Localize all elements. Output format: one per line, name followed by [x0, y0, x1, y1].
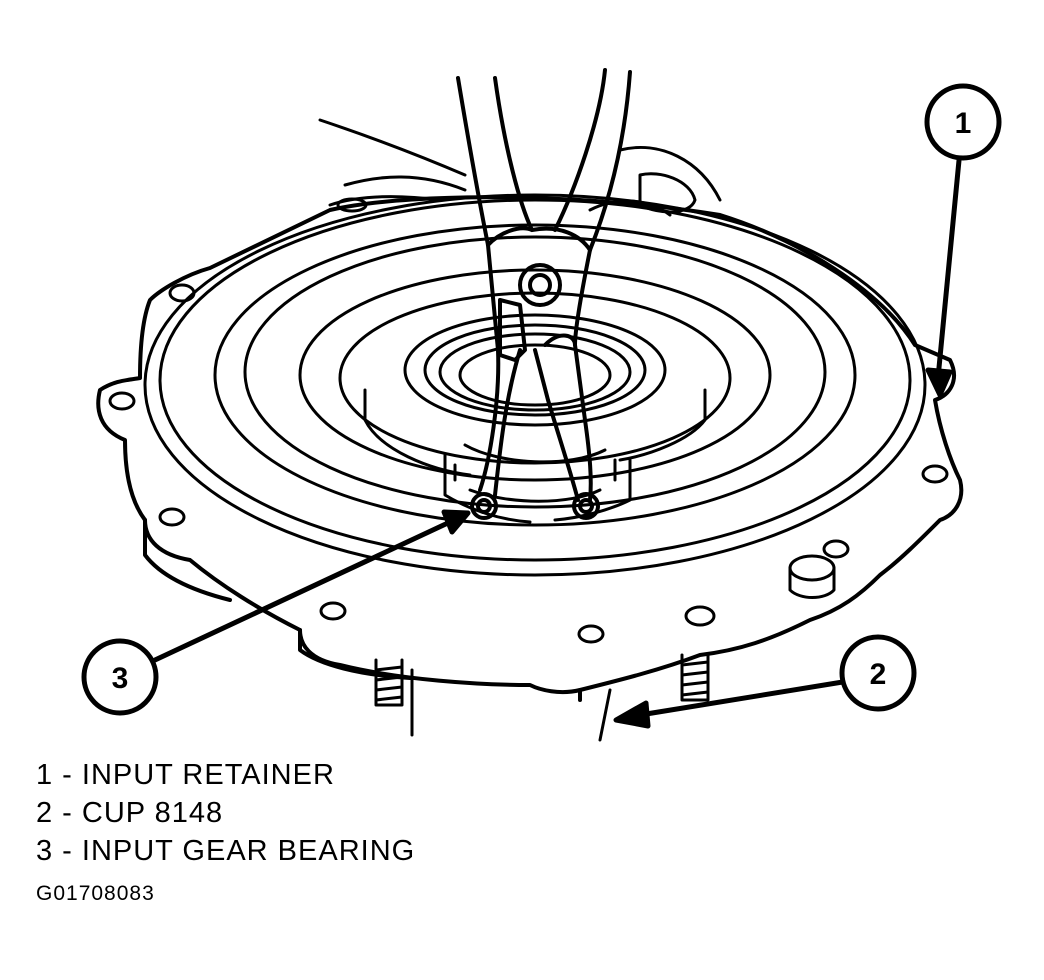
callout-2: 2	[839, 634, 917, 712]
legend-item: 2 - CUP 8148	[36, 797, 224, 829]
input-gear-bearing	[403, 313, 667, 524]
legend-item: 1 - INPUT RETAINER	[36, 759, 335, 791]
figure-id: G01708083	[36, 882, 155, 905]
exploded-diagram: 1 2 3	[81, 68, 1002, 742]
callout-3: 3	[81, 638, 159, 716]
retainer-rings	[143, 193, 927, 577]
callout-1-number: 1	[955, 107, 972, 140]
bolt-holes	[108, 197, 949, 644]
input-retainer-flange	[96, 195, 964, 702]
studs	[374, 653, 710, 742]
parts-legend: 1 - INPUT RETAINER 2 - CUP 8148 3 - INPU…	[36, 756, 415, 870]
snap-ring-pliers	[456, 68, 632, 520]
leader-arrows	[152, 147, 963, 729]
callout-3-number: 3	[112, 662, 129, 695]
legend-item: 3 - INPUT GEAR BEARING	[36, 835, 416, 867]
dowel-plug	[788, 554, 836, 599]
callout-1: 1	[924, 83, 1002, 161]
callout-2-number: 2	[870, 658, 887, 691]
